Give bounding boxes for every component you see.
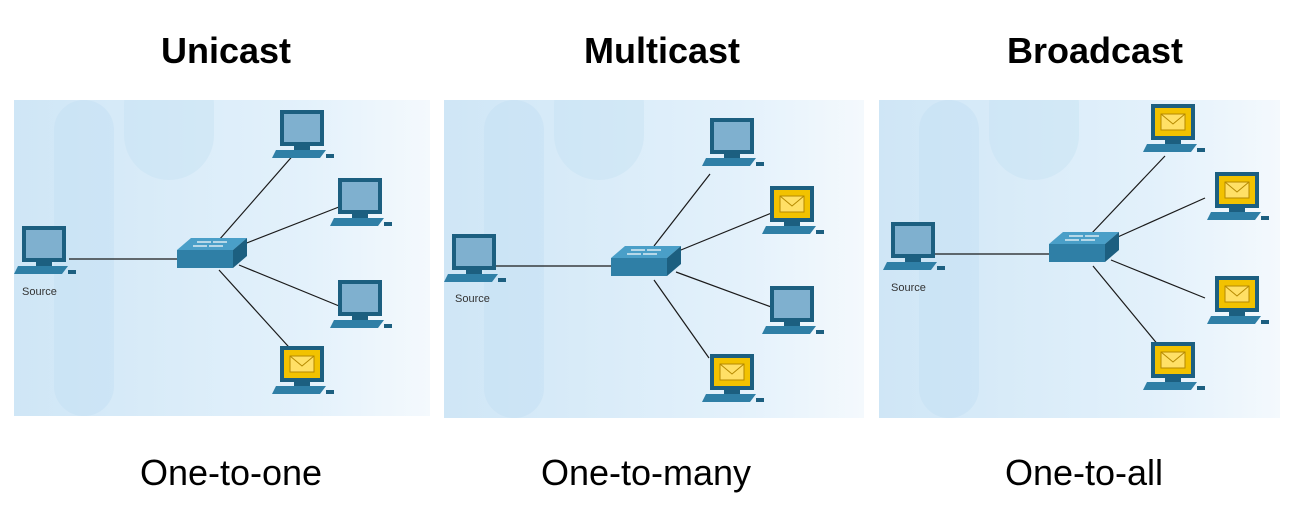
broadcast-links <box>931 155 1206 347</box>
envelope-icon <box>1160 351 1186 369</box>
unicast-pc-4-icon <box>272 346 334 394</box>
unicast-pc-1-icon <box>272 110 334 158</box>
broadcast-source-pc-icon <box>883 222 945 270</box>
unicast-links <box>69 151 345 357</box>
unicast-pc-2-icon <box>330 178 392 226</box>
envelope-icon <box>289 355 315 373</box>
title-broadcast: Broadcast <box>1006 30 1184 71</box>
caption-unicast: One-to-one <box>139 452 323 493</box>
multicast-network-svg: Source <box>444 100 864 418</box>
multicast-source-pc-icon <box>444 234 506 282</box>
unicast-switch-icon <box>177 238 247 268</box>
envelope-icon <box>1160 113 1186 131</box>
multicast-pc-1-icon <box>702 118 764 166</box>
title-unicast: Unicast <box>160 30 292 71</box>
multicast-pc-4-icon <box>702 354 764 402</box>
multicast-source-label: Source <box>455 293 490 305</box>
broadcast-pc-3-icon <box>1207 276 1269 324</box>
unicast-source-label: Source <box>22 286 57 298</box>
unicast-pc-3-icon <box>330 280 392 328</box>
unicast-network-svg: Source <box>14 100 430 416</box>
broadcast-switch-icon <box>1049 232 1119 262</box>
unicast-source-pc-icon <box>14 226 76 274</box>
caption-multicast: One-to-many <box>540 452 752 493</box>
broadcast-source-label: Source <box>891 282 926 294</box>
envelope-icon <box>1224 285 1250 303</box>
caption-broadcast: One-to-all <box>1004 452 1164 493</box>
diagram-multicast: Source <box>444 100 864 418</box>
envelope-icon <box>719 363 745 381</box>
broadcast-pc-2-icon <box>1207 172 1269 220</box>
broadcast-pc-1-icon <box>1143 104 1205 152</box>
multicast-switch-icon <box>611 246 681 276</box>
broadcast-network-svg: Source <box>879 100 1280 418</box>
envelope-icon <box>1224 181 1250 199</box>
envelope-icon <box>779 195 805 213</box>
multicast-links <box>496 173 775 359</box>
multicast-pc-2-icon <box>762 186 824 234</box>
broadcast-pc-4-icon <box>1143 342 1205 390</box>
diagram-unicast: Source <box>14 100 430 416</box>
title-multicast: Multicast <box>583 30 741 71</box>
multicast-pc-3-icon <box>762 286 824 334</box>
diagram-broadcast: Source <box>879 100 1280 418</box>
